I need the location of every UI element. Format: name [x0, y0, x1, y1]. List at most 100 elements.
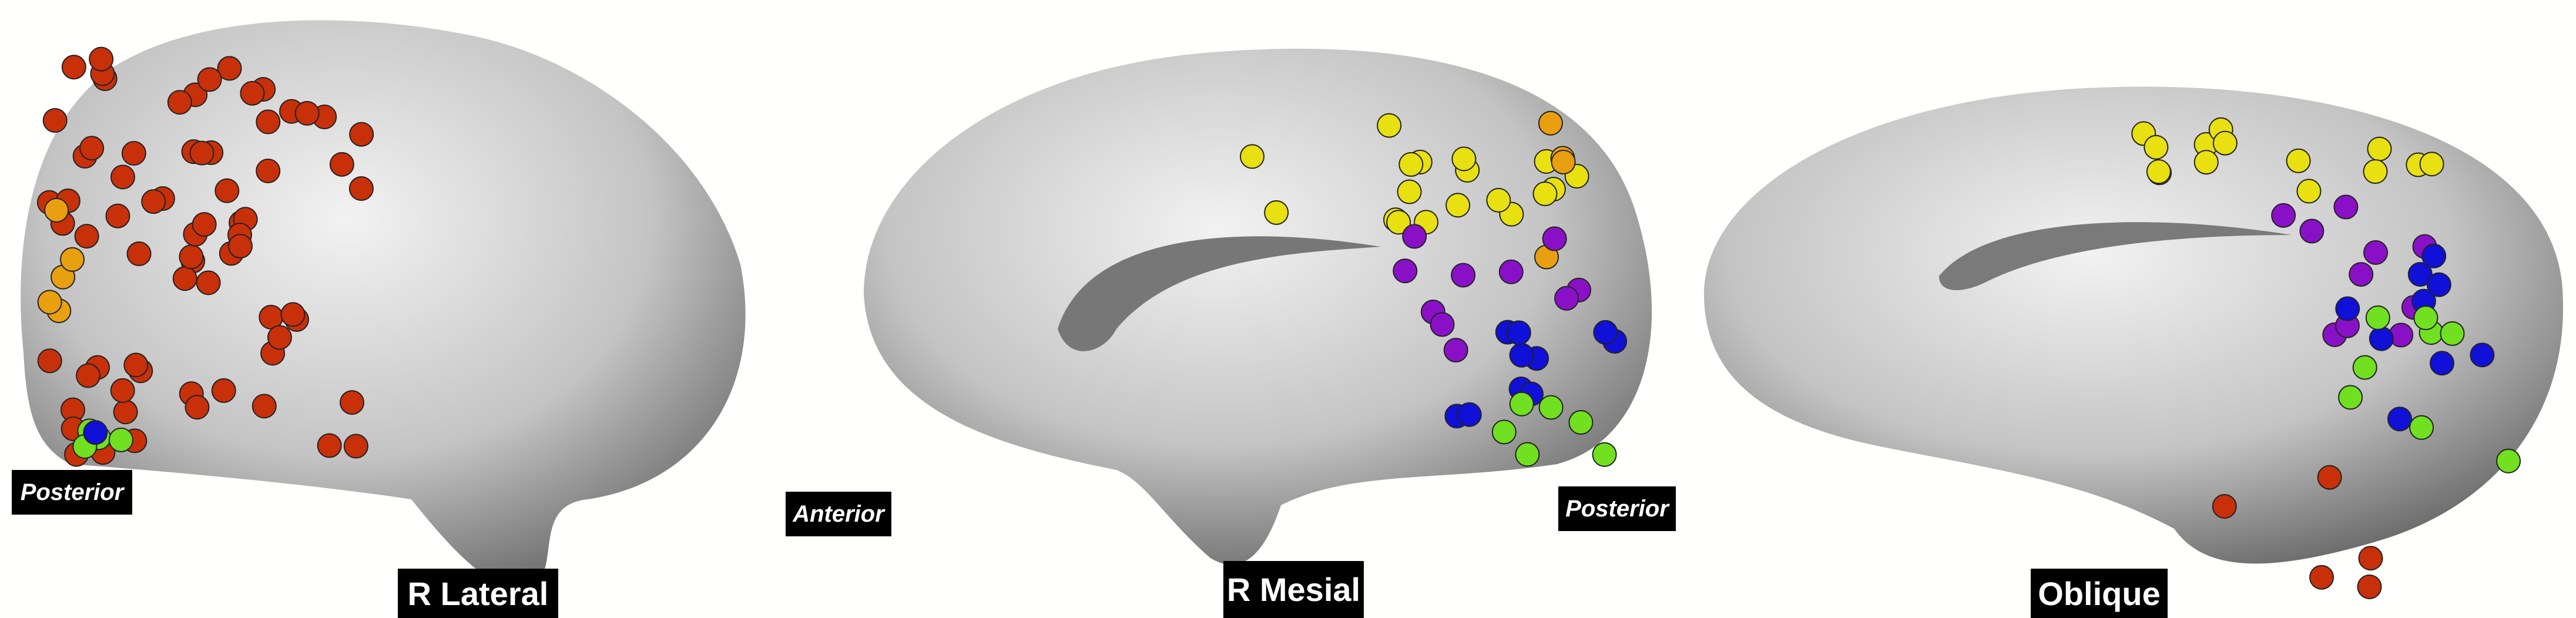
electrode-blue [2335, 296, 2360, 321]
electrode-purple [1430, 312, 1455, 337]
electrode-red [189, 140, 214, 166]
electrode-purple [1451, 263, 1476, 288]
electrode-red [110, 164, 135, 190]
electrode-red [240, 80, 265, 106]
electrode-blue [1457, 402, 1482, 427]
electrode-blue [2470, 342, 2495, 368]
electrode-green [1592, 442, 1617, 467]
posterior-label-lateral: Posterior [12, 470, 132, 515]
electrode-orange [1551, 149, 1576, 174]
electrode-red [113, 399, 138, 425]
electrode-yellow [1377, 113, 1402, 138]
electrode-red [256, 158, 281, 183]
electrode-red [217, 56, 242, 81]
electrode-red [211, 378, 236, 403]
electrode-purple [1498, 259, 1524, 284]
electrode-yellow [1240, 144, 1265, 169]
electrode-red [251, 394, 277, 419]
electrode-purple [2271, 203, 2296, 228]
electrode-yellow [2296, 179, 2322, 204]
electrode-orange [44, 197, 69, 223]
electrode-red [105, 203, 130, 229]
electrode-yellow [2193, 150, 2219, 175]
electrode-red [197, 67, 222, 92]
anterior-label-mesial: Anterior [786, 492, 891, 536]
electrode-yellow [1397, 179, 1422, 204]
electrode-green [2413, 305, 2439, 331]
electrode-red [141, 189, 166, 214]
electrode-blue [1509, 342, 1534, 368]
electrode-red [126, 241, 152, 267]
electrode-red [349, 122, 374, 147]
electrode-yellow [1398, 152, 1424, 177]
view-title-r-lateral: R Lateral [398, 569, 558, 618]
electrode-blue [83, 420, 108, 445]
electrode-yellow [1486, 187, 1511, 213]
electrode-green [108, 427, 133, 452]
electrode-red [179, 244, 204, 270]
electrode-orange [37, 290, 62, 315]
electrode-yellow [2367, 136, 2392, 162]
electrode-red [343, 434, 368, 459]
electrode-orange [1538, 110, 1563, 136]
electrode-red [196, 270, 221, 295]
electrode-purple [2333, 194, 2359, 220]
electrode-red [42, 108, 68, 133]
electrode-red [329, 152, 354, 177]
electrode-blue [2426, 272, 2451, 297]
electrode-blue [2387, 407, 2413, 432]
electrode-red [2358, 546, 2383, 571]
electrode-red [256, 109, 281, 135]
electrode-red [76, 363, 101, 388]
electrode-purple [1443, 337, 1468, 362]
electrode-yellow [1451, 146, 1477, 172]
electrode-blue [1593, 320, 1618, 345]
brain-mesial [864, 48, 1652, 565]
electrode-green [2409, 415, 2434, 440]
electrode-green [2496, 448, 2521, 473]
electrode-purple [1402, 224, 1427, 249]
electrode-red [192, 211, 217, 237]
electrode-markers [36, 46, 2521, 599]
electrode-purple [2363, 240, 2389, 265]
electrode-yellow [1532, 181, 1558, 206]
electrode-red [348, 176, 374, 201]
electrode-purple [2299, 219, 2325, 244]
electrode-red [280, 302, 306, 327]
electrode-blue [2369, 326, 2394, 351]
electrode-yellow [1386, 210, 1411, 235]
electrode-red [267, 325, 292, 350]
electrode-yellow [2212, 130, 2238, 156]
view-title-r-mesial: R Mesial [1223, 561, 1364, 618]
electrode-orange [60, 247, 85, 272]
electrode-red [74, 224, 99, 249]
electrode-red [2309, 565, 2334, 590]
electrode-red [214, 178, 240, 203]
electrode-red [294, 100, 320, 126]
electrode-red [121, 140, 146, 166]
electrode-yellow [1264, 200, 1289, 225]
electrode-red [317, 433, 342, 458]
electrode-green [2338, 385, 2363, 410]
electrode-red [123, 352, 149, 378]
electrode-red [185, 395, 210, 420]
electrode-blue [2407, 261, 2433, 287]
electrode-yellow [1445, 193, 1471, 218]
electrode-yellow [2419, 152, 2444, 177]
electrode-green [1568, 410, 1594, 435]
electrode-red [172, 266, 197, 291]
electrode-red [2212, 493, 2237, 519]
electrode-red [89, 46, 114, 72]
electrode-blue [2429, 351, 2454, 376]
electrode-red [2317, 465, 2342, 490]
electrode-green [2365, 305, 2390, 330]
electrode-green [1538, 395, 1564, 420]
electrode-blue [1506, 320, 1531, 345]
electrode-red [79, 136, 105, 161]
electrode-green [1515, 442, 1540, 467]
electrode-yellow [2363, 159, 2388, 184]
electrode-purple [1393, 258, 1418, 284]
electrode-red [37, 348, 62, 374]
electrode-purple [1542, 226, 1567, 251]
